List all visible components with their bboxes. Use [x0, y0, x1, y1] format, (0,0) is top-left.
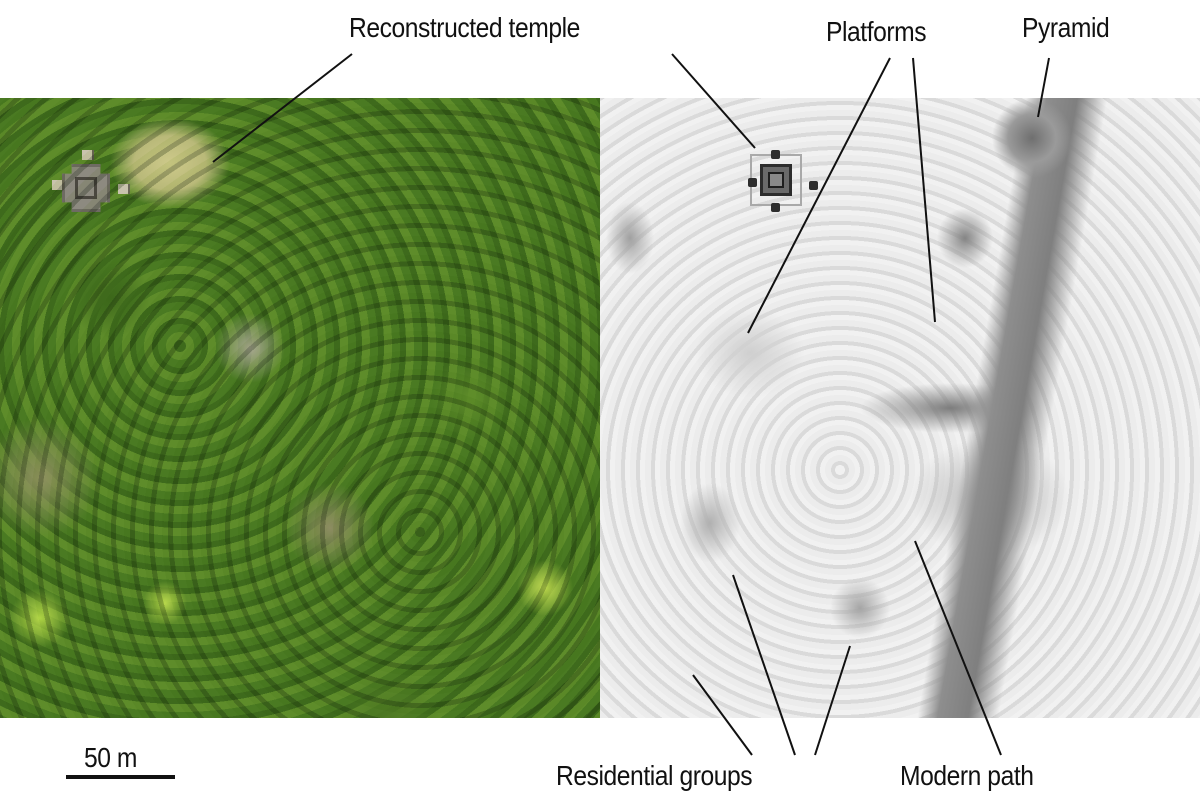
- temple-lidar-structure: [750, 154, 802, 206]
- temple-knob: [771, 150, 780, 159]
- temple-knob: [748, 178, 757, 187]
- label-residential-groups: Residential groups: [556, 760, 753, 791]
- label-modern-path: Modern path: [900, 760, 1034, 791]
- label-pyramid: Pyramid: [1022, 12, 1110, 43]
- label-reconstructed-temple: Reconstructed temple: [349, 12, 580, 43]
- stela-marker: [52, 180, 64, 190]
- scale-bar: [66, 775, 175, 779]
- stela-marker: [82, 150, 94, 160]
- temple-photo-structure: [62, 164, 110, 212]
- lidar-hillshade-panel: [600, 98, 1200, 718]
- temple-knob: [809, 181, 818, 190]
- stela-marker: [118, 184, 130, 194]
- scale-bar-label: 50 m: [84, 742, 138, 773]
- temple-knob: [771, 203, 780, 212]
- label-platforms: Platforms: [826, 16, 927, 47]
- aerial-photo-panel: [0, 98, 600, 718]
